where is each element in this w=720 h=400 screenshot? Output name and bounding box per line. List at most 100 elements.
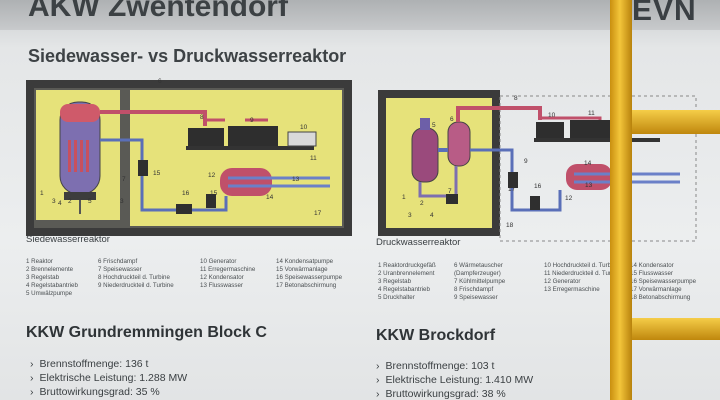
- legend-item: 9 Niederdruckteil d. Turbine: [98, 282, 174, 289]
- legend-item: 3 Regelstab: [378, 278, 412, 285]
- pwr-reactor-hall: [386, 98, 492, 228]
- ladder-rung-upper: [632, 110, 720, 134]
- bwr-diagram-number: 2: [68, 198, 72, 205]
- legend-item: 1 Reaktordruckgefäß: [378, 262, 436, 269]
- bwr-hp-turbine: [188, 128, 224, 146]
- poster-subtitle: Siedewasser- vs Druckwasserreaktor: [28, 46, 347, 66]
- pwr-feedwater-line: [470, 148, 562, 212]
- legend-item: 12 Generator: [544, 278, 581, 285]
- bwr-diagram-number: 6: [158, 78, 162, 85]
- fact-row: ›Bruttowirkungsgrad: 35 %: [30, 386, 160, 398]
- bwr-diagram-number: 8: [200, 114, 204, 121]
- bwr-diagram-number: 14: [266, 194, 274, 201]
- poster-title: AKW Zwentendorf: [28, 0, 288, 23]
- pwr-legend-col-4: 14 Kondensator 15 Flusswasser 16 Speisew…: [630, 262, 696, 302]
- pwr-diagram-number: 2: [420, 200, 424, 207]
- bwr-diagram-number: 17: [314, 210, 322, 217]
- pwr-hp-turbine: [536, 122, 564, 138]
- pwr-diagram-number: 18: [506, 222, 514, 229]
- bullet-icon: ›: [376, 388, 380, 400]
- legend-item: 17 Vorwärmanlage: [630, 286, 682, 293]
- legend-item: 9 Speisewasser: [454, 294, 498, 301]
- pwr-diagram-number: 6: [450, 116, 454, 123]
- bwr-diagram-number: 4: [58, 200, 62, 207]
- legend-item: 7 Kühlmittelpumpe: [454, 278, 506, 285]
- legend-item: 8 Frischdampf: [454, 286, 494, 293]
- bwr-lp-turbine: [228, 126, 278, 148]
- pwr-legend-col-2: 6 Wärmetauscher (Dampferzeuger) 7 Kühlmi…: [454, 262, 505, 302]
- legend-item: 4 Regelstabantrieb: [26, 282, 78, 289]
- legend-item: 6 Wärmetauscher: [454, 262, 503, 269]
- bwr-legend-col-4: 14 Kondensatpumpe 15 Vorwärmanlage 16 Sp…: [276, 258, 342, 290]
- bwr-diagram-number: 5: [88, 198, 92, 205]
- fact-row: ›Bruttowirkungsgrad: 38 %: [376, 388, 506, 400]
- legend-item: 7 Speisewasser: [98, 266, 142, 273]
- bwr-diagram-number: 13: [292, 176, 300, 183]
- pwr-diagram-number: 14: [584, 160, 592, 167]
- legend-item: 16 Speisewasserpumpe: [630, 278, 697, 285]
- fact-row: ›Brennstoffmenge: 103 t: [376, 360, 495, 372]
- pwr-lp-turbine: [570, 120, 612, 140]
- legend-item: 15 Flusswasser: [630, 270, 673, 277]
- legend-item: 2 Brennelemente: [26, 266, 74, 273]
- legend-item: 18 Betonabschirmung: [630, 294, 691, 301]
- pwr-diagram-number: 1: [402, 194, 406, 201]
- plant-facts-grundremmingen: ›Brennstoffmenge: 136 t ›Elektrische Lei…: [30, 357, 187, 399]
- pwr-caption: Druckwasserreaktor: [376, 237, 461, 248]
- bullet-icon: ›: [30, 358, 34, 370]
- fact-row: ›Elektrische Leistung: 1.288 MW: [30, 372, 188, 384]
- ladder-rail: [610, 0, 632, 400]
- plant-title-brockdorf: KKW Brockdorf: [376, 327, 496, 344]
- pwr-diagram-number: 3: [408, 212, 412, 219]
- pwr-legend-col-1: 1 Reaktordruckgefäß 2 Uranbrennelement 3…: [378, 262, 436, 302]
- legend-item: 10 Generator: [200, 258, 237, 265]
- bwr-legend-col-3: 10 Generator 11 Erregermaschine 12 Konde…: [200, 258, 255, 290]
- bwr-diagram-number: 11: [310, 155, 317, 162]
- legend-item: 14 Kondensator: [630, 262, 674, 269]
- legend-item: 11 Erregermaschine: [200, 266, 256, 273]
- bwr-diagram-number: 1: [40, 190, 44, 197]
- pwr-diagram-number: 17: [508, 186, 516, 193]
- legend-item: 6 Frischdampf: [98, 258, 138, 265]
- bwr-diagram-number: 9: [250, 117, 254, 124]
- pwr-steam-line: [456, 106, 542, 122]
- plant-facts-brockdorf: ›Brennstoffmenge: 103 t ›Elektrische Lei…: [376, 359, 533, 400]
- legend-item: 5 Druckhalter: [378, 294, 415, 301]
- legend-item: 13 Erregermaschine: [544, 286, 600, 293]
- bullet-icon: ›: [376, 360, 380, 372]
- legend-item: (Dampferzeuger): [454, 270, 501, 277]
- bullet-icon: ›: [30, 386, 34, 398]
- pwr-diagram: [378, 90, 697, 242]
- pwr-diagram-number: 4: [430, 212, 434, 219]
- pwr-turbine-hall-border: [499, 95, 697, 242]
- bwr-diagram-number: 15: [210, 190, 218, 197]
- fact-row: ›Brennstoffmenge: 136 t: [30, 358, 149, 370]
- bwr-diagram-number: 7: [122, 176, 126, 183]
- bwr-condenser: [220, 168, 272, 196]
- legend-item: 11 Niederdruckteil d. Turbine: [544, 270, 623, 277]
- bullet-icon: ›: [30, 372, 34, 384]
- bwr-diagram: [26, 80, 352, 236]
- pwr-diagram-number: 8: [514, 95, 518, 102]
- legend-item: 4 Regelstabantrieb: [378, 286, 430, 293]
- bwr-diagram-number: 3: [120, 198, 124, 205]
- plant-title-grundremmingen: KKW Grundremmingen Block C: [26, 324, 267, 341]
- bwr-generator: [287, 131, 317, 147]
- bwr-diagram-number: 3: [52, 198, 56, 205]
- bwr-diagram-number: 15: [153, 170, 161, 177]
- pwr-diagram-number: 13: [585, 182, 593, 189]
- legend-item: 12 Kondensator: [200, 274, 244, 281]
- pwr-diagram-number: 16: [534, 183, 542, 190]
- bwr-rod-drive: [64, 192, 96, 200]
- legend-item: 3 Regelstab: [26, 274, 60, 281]
- fact-row: ›Elektrische Leistung: 1.410 MW: [376, 374, 534, 386]
- legend-item: 17 Betonabschirmung: [276, 282, 337, 289]
- legend-item: 2 Uranbrennelement: [378, 270, 435, 277]
- pwr-diagram-number: 10: [548, 112, 556, 119]
- legend-item: 15 Vorwärmanlage: [276, 266, 328, 273]
- bwr-diagram-number: 16: [182, 190, 190, 197]
- poster-top-band: [0, 0, 720, 30]
